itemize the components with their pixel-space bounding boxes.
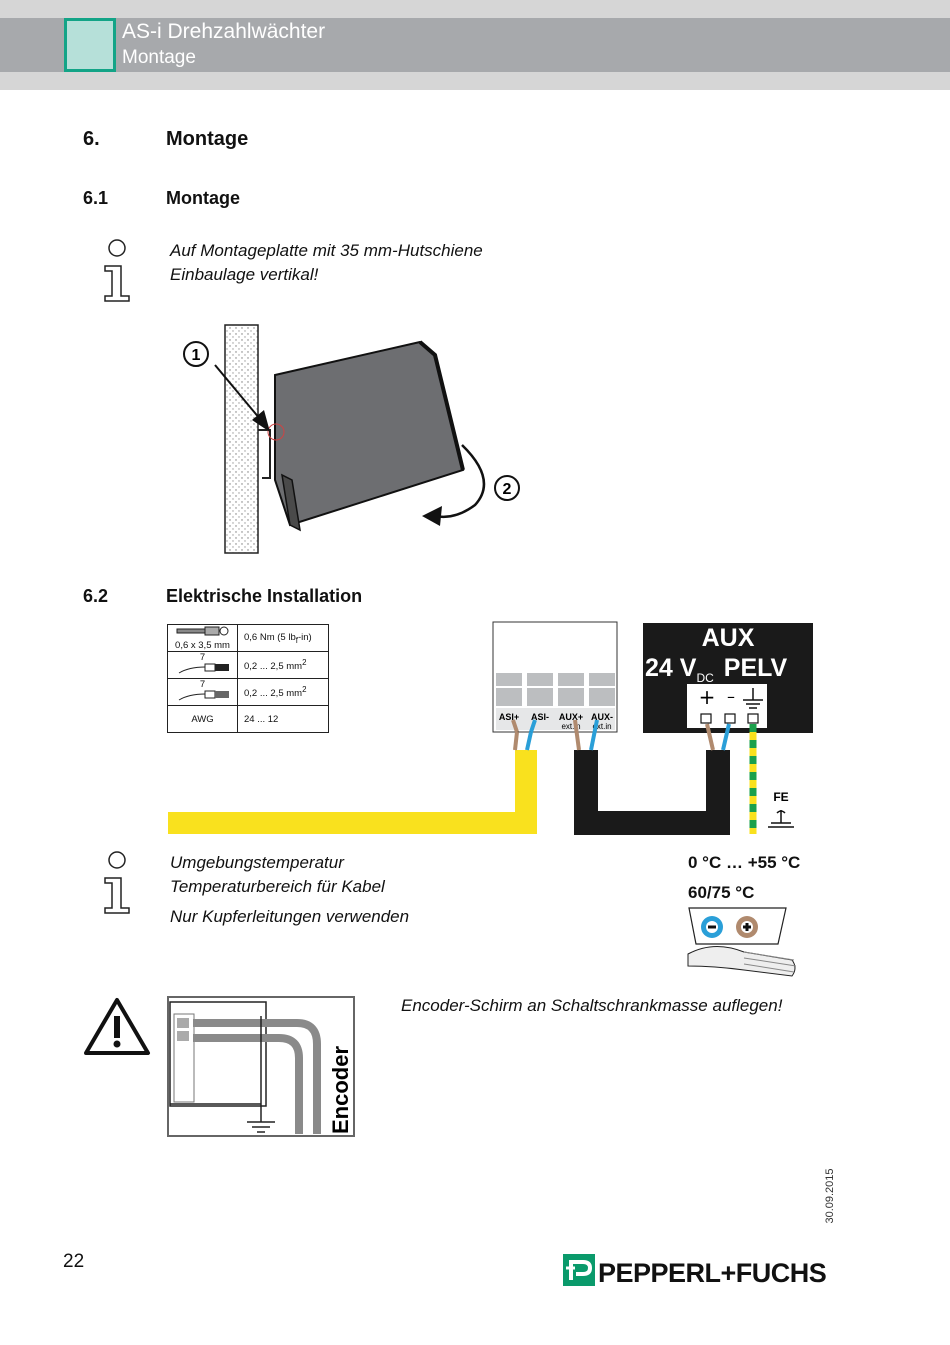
solid-wire-icon xyxy=(178,663,229,674)
tool-cell: 7 xyxy=(167,651,238,679)
cable-temperature: 60/75 °C xyxy=(688,883,755,902)
terminal-label-asi-plus: ASI+ xyxy=(499,712,519,722)
mounting-illustration: 1 2 xyxy=(183,324,520,554)
solid-range-sup: 2 xyxy=(302,657,307,667)
value-cell: 0,6 Nm (5 lbf-in) xyxy=(237,624,329,652)
subsection1-title: Montage xyxy=(166,188,240,208)
table-row: 0,6 x 3,5 mm 0,6 Nm (5 lbf-in) xyxy=(167,624,329,652)
header-subtitle: Montage xyxy=(122,47,196,68)
header-logo-box xyxy=(64,18,116,72)
ground-symbol-icon xyxy=(743,688,763,709)
svg-text:1: 1 xyxy=(192,347,201,364)
header-bar xyxy=(0,18,950,72)
din-rail xyxy=(258,429,271,479)
tool-cell: AWG xyxy=(167,705,238,733)
tool-label: 0,6 x 3,5 mm xyxy=(175,640,230,651)
strip-length-label: 7 xyxy=(199,679,206,690)
terminal-sublabel-aux-minus: ext.in xyxy=(592,722,611,731)
wiring-diagram: ASI+ ASI- AUX+ AUX- ext.in ext.in AUX 24… xyxy=(168,621,813,835)
ferrule-wire-icon xyxy=(178,690,229,701)
pepperl-fuchs-logo-icon xyxy=(563,1254,595,1286)
mounting-wall xyxy=(224,324,259,554)
table-row: AWG 24 ... 12 xyxy=(167,705,329,733)
screwdriver-icon xyxy=(176,626,228,636)
info2-line-3: Nur Kupferleitungen verwenden xyxy=(170,907,410,926)
terminal-slots xyxy=(496,673,615,730)
warning-text: Encoder-Schirm an Schaltschrankmasse auf… xyxy=(401,996,783,1015)
asi-cable-yellow xyxy=(168,750,537,834)
ferrule-range-sup: 2 xyxy=(302,684,307,694)
value-cell: 0,2 ... 2,5 mm2 xyxy=(237,651,329,679)
plus-symbol: + xyxy=(699,685,716,709)
terminal-label-aux-plus: AUX+ xyxy=(559,712,583,722)
callout-1 xyxy=(183,341,209,367)
fe-ground-icon xyxy=(768,810,794,828)
value-cell: 24 ... 12 xyxy=(237,705,329,733)
brand-name: PEPPERL+FUCHS xyxy=(598,1258,827,1288)
tool-cell: 0,6 x 3,5 mm xyxy=(167,624,238,652)
strip-length-label: 7 xyxy=(199,652,206,663)
encoder-shield-diagram: Encoder xyxy=(167,996,355,1137)
subsection1-number: 6.1 xyxy=(83,188,109,208)
page-number: 22 xyxy=(63,1251,85,1272)
subsection2-number: 6.2 xyxy=(83,586,109,606)
table-row: 7 0,2 ... 2,5 mm2 xyxy=(167,678,329,706)
cable-strip-icon xyxy=(687,907,797,977)
torque-sub: f xyxy=(295,635,298,645)
solid-range: 0,2 ... 2,5 mm xyxy=(244,661,303,673)
aux-cable-black xyxy=(574,750,730,835)
header-top-band xyxy=(0,0,950,18)
callout-2 xyxy=(494,475,520,501)
info-line-1: Auf Montageplatte mit 35 mm-Hutschiene xyxy=(170,241,483,260)
aux-label: AUX xyxy=(702,624,755,652)
header-bottom-band xyxy=(0,72,950,90)
header-title: AS-i Drehzahlwächter xyxy=(122,20,326,43)
fe-label: FE xyxy=(773,790,788,804)
tool-cell: 7 xyxy=(167,678,238,706)
section-number: 6. xyxy=(83,128,100,150)
table-row: 7 0,2 ... 2,5 mm2 xyxy=(167,651,329,679)
section-title: Montage xyxy=(166,128,249,150)
subsection2-title: Elektrische Installation xyxy=(166,586,363,606)
torque-value: 0,6 Nm (5 lb xyxy=(244,631,296,643)
device-body xyxy=(274,340,465,527)
info2-line-2: Temperaturbereich für Kabel xyxy=(170,877,385,896)
info-line-2: Einbaulage vertikal! xyxy=(170,265,319,284)
ferrule-range: 0,2 ... 2,5 mm xyxy=(244,688,303,700)
info-icon xyxy=(104,239,130,302)
terminal-label-asi-minus: ASI- xyxy=(531,712,549,722)
wiring-spec-table: 0,6 x 3,5 mm 0,6 Nm (5 lbf-in) 7 0,2 ...… xyxy=(167,624,329,733)
terminal-sublabel-aux-plus: ext.in xyxy=(561,722,580,731)
document-date: 30.09.2015 xyxy=(824,1168,836,1224)
info-icon xyxy=(104,851,130,914)
info2-line-1: Umgebungstemperatur xyxy=(170,853,344,872)
ambient-temperature: 0 °C … +55 °C xyxy=(688,853,801,872)
terminal-label-aux-minus: AUX- xyxy=(591,712,613,722)
svg-text:2: 2 xyxy=(503,481,512,498)
encoder-label: Encoder xyxy=(328,1046,353,1134)
torque-suffix: -in) xyxy=(297,631,312,643)
warning-icon xyxy=(84,998,150,1055)
minus-symbol: – xyxy=(727,687,735,706)
